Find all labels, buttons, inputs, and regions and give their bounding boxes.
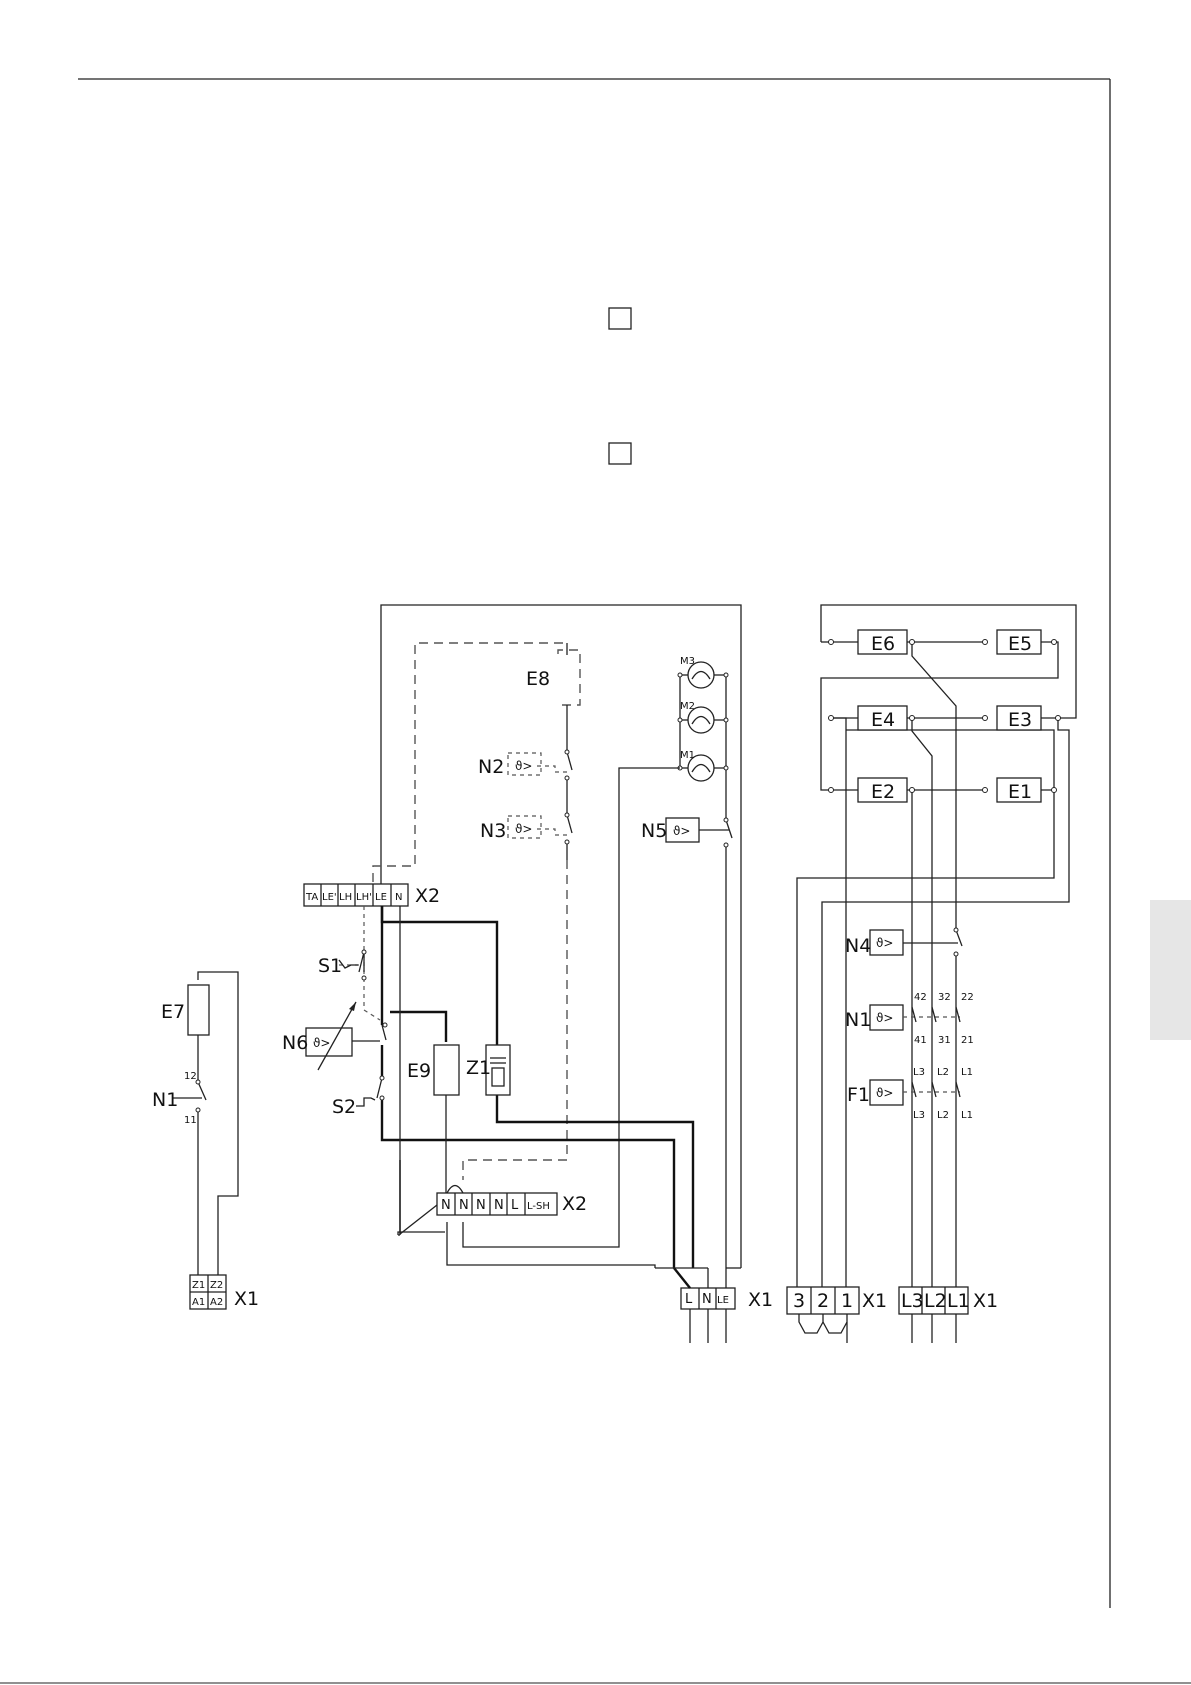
side-tab <box>1150 900 1191 1040</box>
component-labels: E6 E5 E4 E3 E2 E1 N4 N1 F1 E8 N2 N3 N5 M… <box>152 633 1032 1312</box>
n5-sensor-symbol: ϑ> <box>673 824 690 838</box>
x1-control-terminal-block: 3 2 1 <box>787 1287 859 1314</box>
e7-element <box>188 985 209 1035</box>
x2-terminal-n: N <box>395 892 402 903</box>
e9-element <box>434 1045 459 1095</box>
x2b-terminal-n4: N <box>494 1198 504 1213</box>
label-m3: M3 <box>680 656 695 667</box>
f1-sensor-symbol: ϑ> <box>876 1086 893 1100</box>
x2-terminal-ta: TA <box>305 892 318 903</box>
f1-contact-top-l1: L1 <box>961 1067 973 1078</box>
label-x1-supply: X1 <box>748 1289 773 1311</box>
label-e7: E7 <box>161 1001 185 1023</box>
x1-power-terminal-block: L3 L2 L1 <box>899 1287 970 1314</box>
f1-contact-bottom-l3: L3 <box>913 1110 925 1121</box>
checkbox-2[interactable] <box>609 443 631 464</box>
label-x1-power: X1 <box>973 1290 998 1312</box>
x1-supply-terminal-block: L N LE <box>681 1288 735 1309</box>
x2b-terminal-n1: N <box>441 1198 451 1213</box>
f1-contact-bottom-l2: L2 <box>937 1110 949 1121</box>
label-e2: E2 <box>871 781 895 803</box>
n1-contact-42: 42 <box>914 992 927 1003</box>
x2-terminal-le: LE <box>375 892 387 903</box>
label-e8: E8 <box>526 668 550 690</box>
page-frame <box>0 79 1191 1683</box>
n1-contact-22: 22 <box>961 992 974 1003</box>
x1-terminal-3: 3 <box>793 1290 805 1312</box>
n1-contact-31: 31 <box>938 1035 951 1046</box>
n1-contact-21: 21 <box>961 1035 974 1046</box>
x2-terminal-lh-prime: LH' <box>356 892 372 903</box>
x1-terminal-l1: L1 <box>947 1290 970 1312</box>
label-n4: N4 <box>845 935 871 957</box>
x1-relay-terminal-block: Z1 Z2 A1 A2 <box>190 1275 226 1309</box>
x1-terminal-a1: A1 <box>192 1297 205 1308</box>
x2b-terminal-l-sh: L-SH <box>527 1201 550 1212</box>
x1-terminal-l2: L2 <box>924 1290 947 1312</box>
x2b-terminal-n2: N <box>459 1198 469 1213</box>
label-n3: N3 <box>480 820 506 842</box>
label-e9: E9 <box>407 1060 431 1082</box>
x1-terminal-le: LE <box>717 1295 729 1306</box>
f1-contact-top-l2: L2 <box>937 1067 949 1078</box>
f1-contact-top-l3: L3 <box>913 1067 925 1078</box>
x1-terminal-1: 1 <box>841 1290 853 1312</box>
x1-terminal-z2: Z2 <box>210 1280 223 1291</box>
x2b-terminal-l: L <box>511 1198 519 1213</box>
n2-sensor-symbol: ϑ> <box>515 759 532 773</box>
label-e3: E3 <box>1008 709 1032 731</box>
label-e6: E6 <box>871 633 895 655</box>
label-m1: M1 <box>680 750 695 761</box>
x1-terminal-l: L <box>685 1292 693 1307</box>
x1-terminal-n: N <box>702 1292 712 1307</box>
label-x2-bottom: X2 <box>562 1193 587 1215</box>
label-n6: N6 <box>282 1032 308 1054</box>
n4-sensor-symbol: ϑ> <box>876 936 893 950</box>
label-n2: N2 <box>478 756 504 778</box>
label-x1-relay: X1 <box>234 1288 259 1310</box>
n1-sensor-symbol: ϑ> <box>876 1011 893 1025</box>
n1-contact-32: 32 <box>938 992 951 1003</box>
control-circuit: ϑ> ϑ> ϑ> <box>304 605 741 1343</box>
label-n5: N5 <box>641 820 667 842</box>
label-e4: E4 <box>871 709 895 731</box>
n1-left-contact-12: 12 <box>184 1071 197 1082</box>
x1-terminal-l3: L3 <box>901 1290 924 1312</box>
n1-contact-41: 41 <box>914 1035 927 1046</box>
label-f1: F1 <box>847 1084 870 1106</box>
n6-sensor-symbol: ϑ> <box>313 1036 330 1050</box>
x1-terminal-a2: A2 <box>210 1297 223 1308</box>
n1-left-contact-11: 11 <box>184 1115 197 1126</box>
checkbox-1[interactable] <box>609 308 631 329</box>
label-e5: E5 <box>1008 633 1032 655</box>
label-n1-right: N1 <box>845 1009 871 1031</box>
label-e1: E1 <box>1008 781 1032 803</box>
label-x1-control: X1 <box>862 1290 887 1312</box>
f1-contact-bottom-l1: L1 <box>961 1110 973 1121</box>
x2-bottom-terminal-block: N N N N L L-SH <box>437 1193 557 1215</box>
x2-terminal-le-prime: LE' <box>322 892 337 903</box>
label-n1-left: N1 <box>152 1089 178 1111</box>
heater-circuit: ϑ> ϑ> 42 32 22 41 31 21 ϑ> L3 L2 L1 L3 L… <box>787 605 1076 1343</box>
x2-top-terminal-block: TA LE' LH LH' LE N <box>304 884 408 906</box>
label-x2-top: X2 <box>415 885 440 907</box>
x2b-terminal-n3: N <box>476 1198 486 1213</box>
label-m2: M2 <box>680 701 695 712</box>
label-s1: S1 <box>318 955 342 977</box>
x1-terminal-2: 2 <box>817 1290 829 1312</box>
x1-terminal-z1: Z1 <box>192 1280 205 1291</box>
n3-sensor-symbol: ϑ> <box>515 822 532 836</box>
label-z1: Z1 <box>466 1057 491 1079</box>
x2-terminal-lh: LH <box>339 892 352 903</box>
label-s2: S2 <box>332 1096 356 1118</box>
